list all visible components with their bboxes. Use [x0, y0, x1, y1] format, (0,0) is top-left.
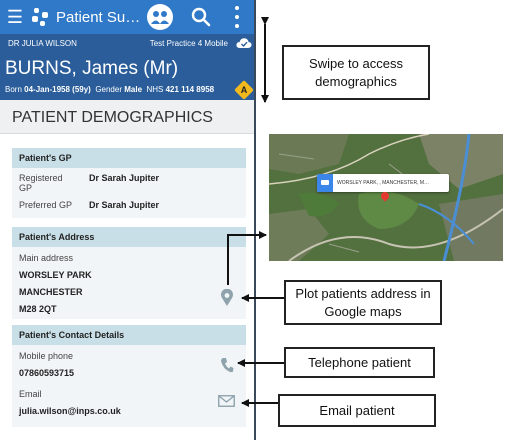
mobile-row[interactable]: Mobile phone 07860593715: [12, 345, 246, 385]
app-bar: ☰ Patient Su…: [0, 0, 254, 34]
nhs-value: 421 114 8958: [165, 85, 215, 94]
registered-gp-row: Registered GP Dr Sarah Jupiter: [12, 168, 246, 196]
preferred-gp-row: Preferred GP Dr Sarah Jupiter: [12, 196, 246, 214]
address-line-1: WORSLEY PARK: [19, 270, 92, 280]
main-address-label: Main address: [19, 253, 74, 263]
alert-text: A: [240, 85, 248, 95]
born-value: 04-Jan-1958 (59y): [24, 85, 91, 94]
registered-gp-value: Dr Sarah Jupiter: [89, 173, 160, 183]
address-row[interactable]: Main address WORSLEY PARK MANCHESTER M28…: [12, 247, 246, 319]
patient-info: Born 04-Jan-1958 (59y) Gender Male NHS 4…: [5, 85, 214, 94]
search-icon[interactable]: [190, 6, 212, 28]
gp-card-heading: Patient's GP: [12, 148, 246, 168]
more-vertical-icon[interactable]: [232, 3, 242, 31]
phone-screen: ☰ Patient Su… DR JULIA WILSON Test P: [0, 0, 256, 440]
current-user: DR JULIA WILSON: [8, 38, 77, 48]
gp-card: Patient's GP Registered GP Dr Sarah Jupi…: [12, 148, 246, 218]
context-bar: DR JULIA WILSON Test Practice 4 Mobile: [0, 34, 254, 52]
map-callout-text: WORSLEY PARK, , MANCHESTER, M…: [337, 180, 430, 186]
annotation-telephone: Telephone patient: [284, 347, 435, 378]
app-title: Patient Su…: [56, 8, 141, 26]
nhs-label: NHS: [146, 85, 164, 94]
contact-card: Patient's Contact Details Mobile phone 0…: [12, 325, 246, 427]
gender-label: Gender: [95, 85, 122, 94]
cloud-check-icon[interactable]: [236, 37, 252, 49]
annotation-email: Email patient: [278, 394, 436, 427]
gender-value: Male: [124, 85, 143, 94]
patient-banner: BURNS, James (Mr) Born 04-Jan-1958 (59y)…: [0, 52, 254, 100]
address-card: Patient's Address Main address WORSLEY P…: [12, 227, 246, 319]
address-card-heading: Patient's Address: [12, 227, 246, 247]
mobile-label: Mobile phone: [19, 351, 74, 361]
alert-icon[interactable]: A: [234, 80, 254, 100]
section-title: PATIENT DEMOGRAPHICS: [0, 100, 254, 134]
email-row[interactable]: Email julia.wilson@inps.co.uk: [12, 385, 246, 427]
preferred-gp-value: Dr Sarah Jupiter: [89, 200, 160, 210]
mail-icon[interactable]: [218, 395, 235, 407]
annotation-swipe: Swipe to access demographics: [282, 45, 430, 100]
mobile-value: 07860593715: [19, 368, 75, 378]
address-line-2: MANCHESTER: [19, 287, 83, 297]
app-logo-icon: [30, 6, 52, 28]
preferred-gp-label: Preferred GP: [19, 200, 73, 210]
phone-icon[interactable]: [220, 357, 234, 373]
registered-gp-label: Registered GP: [19, 173, 63, 193]
email-value: julia.wilson@inps.co.uk: [19, 406, 121, 416]
map-pin-icon[interactable]: [219, 288, 235, 307]
map-callout[interactable]: WORSLEY PARK, , MANCHESTER, M…: [317, 174, 449, 192]
address-line-3: M28 2QT: [19, 304, 57, 314]
map-view[interactable]: WORSLEY PARK, , MANCHESTER, M…: [269, 134, 503, 261]
contact-card-heading: Patient's Contact Details: [12, 325, 246, 345]
born-label: Born: [5, 85, 22, 94]
car-icon[interactable]: [317, 174, 333, 192]
people-icon[interactable]: [147, 4, 173, 30]
practice-name: Test Practice 4 Mobile: [149, 38, 228, 48]
patient-name: BURNS, James (Mr): [5, 58, 179, 79]
annotation-plot: Plot patients address in Google maps: [284, 280, 442, 325]
hamburger-menu-icon[interactable]: ☰: [6, 7, 24, 27]
email-label: Email: [19, 389, 42, 399]
